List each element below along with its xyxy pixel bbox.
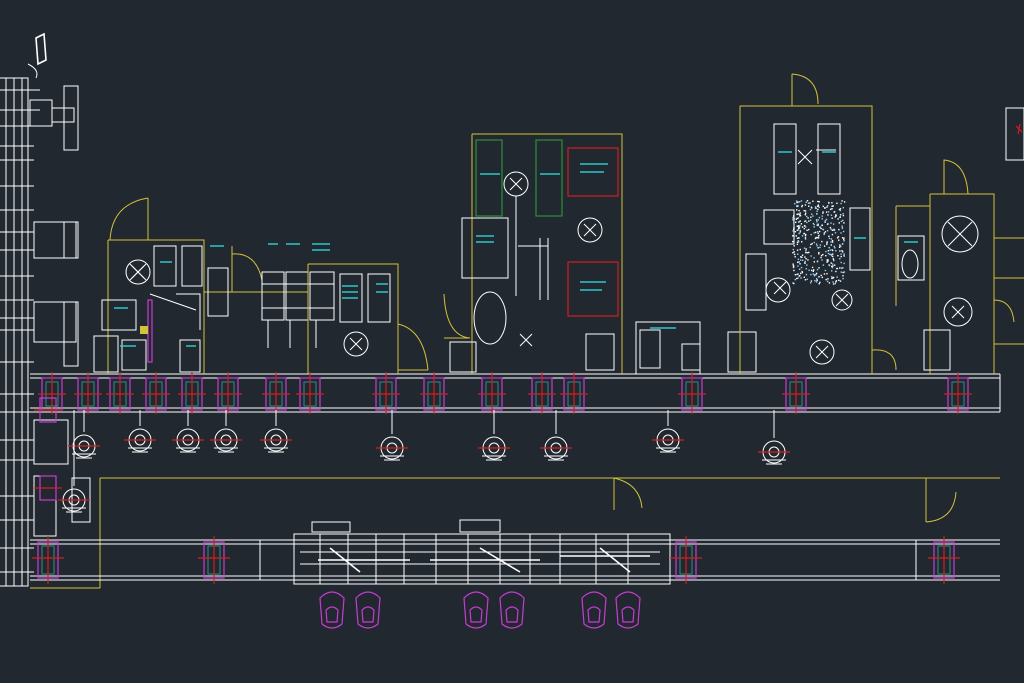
station-upper (478, 372, 506, 414)
pod (355, 591, 381, 629)
room-right (739, 73, 897, 374)
pod (319, 591, 345, 629)
robot-mark (773, 281, 787, 295)
robot-mark (815, 345, 829, 359)
robot-mark (509, 177, 523, 191)
robot-mark (519, 333, 533, 347)
left-building-structure (0, 32, 91, 587)
cabinet-area (204, 246, 335, 348)
station-upper (262, 372, 290, 414)
robot-arm (540, 410, 572, 461)
room-middle-left (307, 263, 429, 374)
station-lower (32, 536, 64, 584)
central-machine-cluster (293, 519, 671, 585)
upper-conveyor-line (30, 373, 1001, 413)
robot-arm (376, 410, 408, 461)
station-upper (420, 372, 448, 414)
robot-arm (124, 410, 156, 453)
robot-arm (652, 410, 684, 453)
robot-arm (210, 410, 242, 453)
station-upper (178, 372, 206, 414)
station-side (34, 397, 62, 423)
station-upper (214, 372, 242, 414)
station-lower (670, 536, 702, 584)
room-far-right (895, 107, 1024, 374)
robot-arm (260, 410, 292, 453)
room-left (93, 197, 205, 374)
station-lower (928, 536, 960, 584)
pod (499, 591, 525, 629)
robot-mark (951, 305, 965, 319)
station-upper (944, 372, 972, 414)
station-upper (296, 372, 324, 414)
robot-mark (131, 265, 145, 279)
robot-arm (758, 410, 790, 465)
robot-units (58, 177, 965, 513)
room-center (443, 133, 623, 374)
station-upper (142, 372, 170, 414)
robot-mark (835, 293, 849, 307)
pod (581, 591, 607, 629)
robot-arm (172, 410, 204, 453)
station-upper (528, 372, 556, 414)
magenta-pods (319, 591, 641, 629)
cyan-label-marks (114, 151, 918, 347)
lower-conveyor-line (30, 477, 1000, 589)
speckle-pattern-block (792, 200, 846, 285)
station-upper (560, 372, 588, 414)
station-upper (782, 372, 810, 414)
robot-mark (349, 337, 363, 351)
station-upper (38, 372, 66, 414)
robot-mark (583, 223, 597, 237)
lower-door-arcs (613, 477, 957, 523)
station-upper (74, 372, 102, 414)
station-upper (678, 372, 706, 414)
station-side (34, 475, 62, 501)
pod (615, 591, 641, 629)
robot-arm (478, 410, 510, 461)
pod (463, 591, 489, 629)
lower-line-stations (32, 397, 960, 584)
upper-line-stations (38, 372, 972, 414)
station-upper (372, 372, 400, 414)
station-lower (198, 536, 230, 584)
robot-arm (68, 410, 100, 459)
robot-arm (58, 410, 90, 513)
station-upper (106, 372, 134, 414)
room-office (635, 321, 757, 375)
